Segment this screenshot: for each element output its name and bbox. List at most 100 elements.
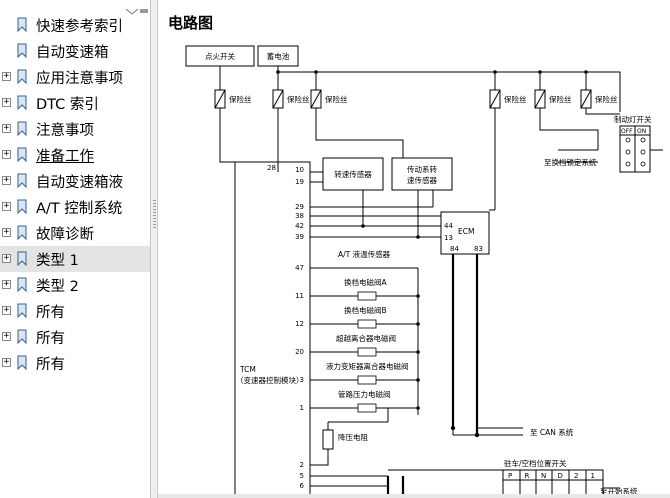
fuse-label-6: 保险丝 — [595, 94, 618, 104]
bookmark-icon — [17, 355, 27, 370]
bookmark-icon — [17, 17, 27, 32]
bookmark-item[interactable]: + 注意事项 — [0, 116, 150, 142]
panel-options-icon[interactable] — [118, 0, 150, 15]
bookmark-icon — [17, 147, 27, 162]
bookmark-item[interactable]: 快速参考索引 — [0, 12, 150, 38]
expand-icon[interactable]: + — [2, 123, 11, 133]
fuse-label-5: 保险丝 — [549, 94, 572, 104]
bookmark-icon — [17, 43, 27, 58]
bookmark-label: 自动变速箱液 — [36, 174, 123, 191]
brake-switch-label: 制动灯开关 — [614, 114, 652, 124]
tcm-pin-label: 28 — [267, 164, 276, 172]
solenoid-a-label: 换档电磁阀A — [344, 277, 387, 287]
bookmark-item[interactable]: +应用注意事项 — [0, 64, 150, 90]
gear-position-label: 2 — [574, 472, 578, 480]
bookmark-icon — [17, 95, 27, 110]
bookmark-label: A/T 控制系统 — [36, 200, 123, 217]
bookmark-icon — [17, 225, 27, 240]
bookmark-item[interactable]: + 类型 1 — [0, 246, 150, 272]
bookmark-label: 所有 — [36, 304, 65, 321]
bookmark-icon — [17, 303, 27, 318]
expand-icon[interactable]: + — [2, 253, 11, 263]
bookmark-label: 类型 1 — [36, 252, 79, 269]
expand-icon[interactable]: + — [2, 97, 11, 107]
document-view: 电路图 — [158, 0, 670, 498]
expand-icon[interactable]: + — [2, 71, 11, 81]
speed-sensor-label: 转速传感器 — [334, 169, 372, 179]
expand-icon[interactable]: + — [2, 175, 11, 185]
bookmark-label: 故障诊断 — [36, 226, 94, 243]
brake-on-label: ON — [637, 128, 646, 135]
start-system-label: 至开始系统 — [600, 486, 638, 496]
temp-sensor-label: A/T 液温传感器 — [338, 249, 391, 259]
bookmark-label: 准备工作 — [36, 148, 94, 165]
bookmark-item[interactable]: 自动变速箱 — [0, 38, 150, 64]
tcm-label: TCM — [239, 365, 256, 374]
fuse-label-2: 保险丝 — [287, 94, 310, 104]
bookmark-icon — [17, 173, 27, 188]
tcm-pin-label: 11 — [295, 292, 304, 300]
bookmark-icon — [17, 277, 27, 292]
expand-icon[interactable]: + — [2, 201, 11, 211]
bookmark-item[interactable]: + DTC 索引 — [0, 90, 150, 116]
bookmark-item[interactable]: + 所有 — [0, 350, 150, 376]
battery-label: 蓄电池 — [267, 51, 290, 61]
bookmark-label: 所有 — [36, 356, 65, 373]
tcm-pin-label: 47 — [295, 264, 304, 272]
gear-position-label: P — [508, 472, 512, 480]
park-neutral-switch-label: 驻车/空档位置开关 — [504, 458, 567, 468]
bookmark-label: 注意事项 — [36, 122, 94, 139]
bookmark-item[interactable]: + A/T 控制系统 — [0, 194, 150, 220]
ignition-switch-label: 点火开关 — [205, 51, 235, 61]
resistor-label: 降压电阻 — [338, 432, 368, 442]
drive-speed-sensor-label-2: 速传感器 — [407, 175, 437, 185]
bookmark-icon — [17, 121, 27, 136]
bookmark-item[interactable]: + 准备工作 — [0, 142, 150, 168]
fuse-label-3: 保险丝 — [325, 94, 348, 104]
tcm-pin-label: 3 — [300, 376, 304, 384]
shift-lock-label: 至换档锁定系统 — [544, 157, 597, 167]
tcm-pin-label: 6 — [300, 482, 305, 490]
bookmark-item[interactable]: + 类型 2 — [0, 272, 150, 298]
tcm-pin-label: 1 — [300, 404, 304, 412]
panel-splitter[interactable] — [150, 0, 158, 498]
bookmark-item[interactable]: + 故障诊断 — [0, 220, 150, 246]
expand-icon[interactable]: + — [2, 149, 11, 159]
splitter-grip-icon[interactable] — [153, 200, 156, 230]
expand-icon[interactable]: + — [2, 331, 11, 341]
can-system-label: 至 CAN 系统 — [530, 427, 574, 437]
ecm-pin-label: 13 — [444, 234, 453, 242]
gear-position-label: D — [558, 472, 563, 480]
fuse-label-1: 保险丝 — [229, 94, 252, 104]
bookmark-item[interactable]: + 所有 — [0, 324, 150, 350]
fuse-label-4: 保险丝 — [504, 94, 527, 104]
tcm-pin-label: 39 — [295, 233, 304, 241]
bookmark-label: DTC 索引 — [36, 96, 99, 113]
lockup-solenoid-label: 液力变矩器离合器电磁阀 — [326, 361, 409, 371]
bookmark-label: 类型 2 — [36, 278, 79, 295]
expand-icon[interactable]: + — [2, 305, 11, 315]
horizontal-scrollbar[interactable] — [158, 494, 670, 498]
expand-icon[interactable]: + — [2, 227, 11, 237]
tcm-pin-label: 29 — [295, 203, 304, 211]
circuit-diagram: 点火开关 蓄电池 保险丝 保险丝 保险丝 保险丝 保险丝 保险丝 制动灯开关 O… — [185, 45, 663, 498]
bookmark-icon — [17, 329, 27, 344]
gear-position-label: 1 — [591, 472, 595, 480]
gear-position-label: N — [541, 472, 546, 480]
ecm-pin-label: 84 — [450, 245, 459, 253]
bookmark-icon — [17, 251, 27, 266]
expand-icon[interactable]: + — [2, 279, 11, 289]
bookmark-item[interactable]: + 所有 — [0, 298, 150, 324]
ecm-pin-label: 83 — [474, 245, 483, 253]
expand-icon[interactable]: + — [2, 357, 11, 367]
bookmark-label: 所有 — [36, 330, 65, 347]
bookmarks-panel: 快速参考索引自动变速箱+应用注意事项+DTC 索引+注意事项+准备工作+自动变速… — [0, 0, 151, 498]
tcm-pin-label: 42 — [295, 222, 304, 230]
bookmark-item[interactable]: + 自动变速箱液 — [0, 168, 150, 194]
tcm-pin-label: 19 — [295, 178, 304, 186]
ecm-pin-label: 44 — [444, 222, 453, 230]
tcm-pin-label: 38 — [295, 212, 304, 220]
ecm-label: ECM — [458, 227, 474, 236]
bookmark-label: 自动变速箱 — [36, 44, 109, 61]
tcm-pin-label: 20 — [295, 348, 304, 356]
